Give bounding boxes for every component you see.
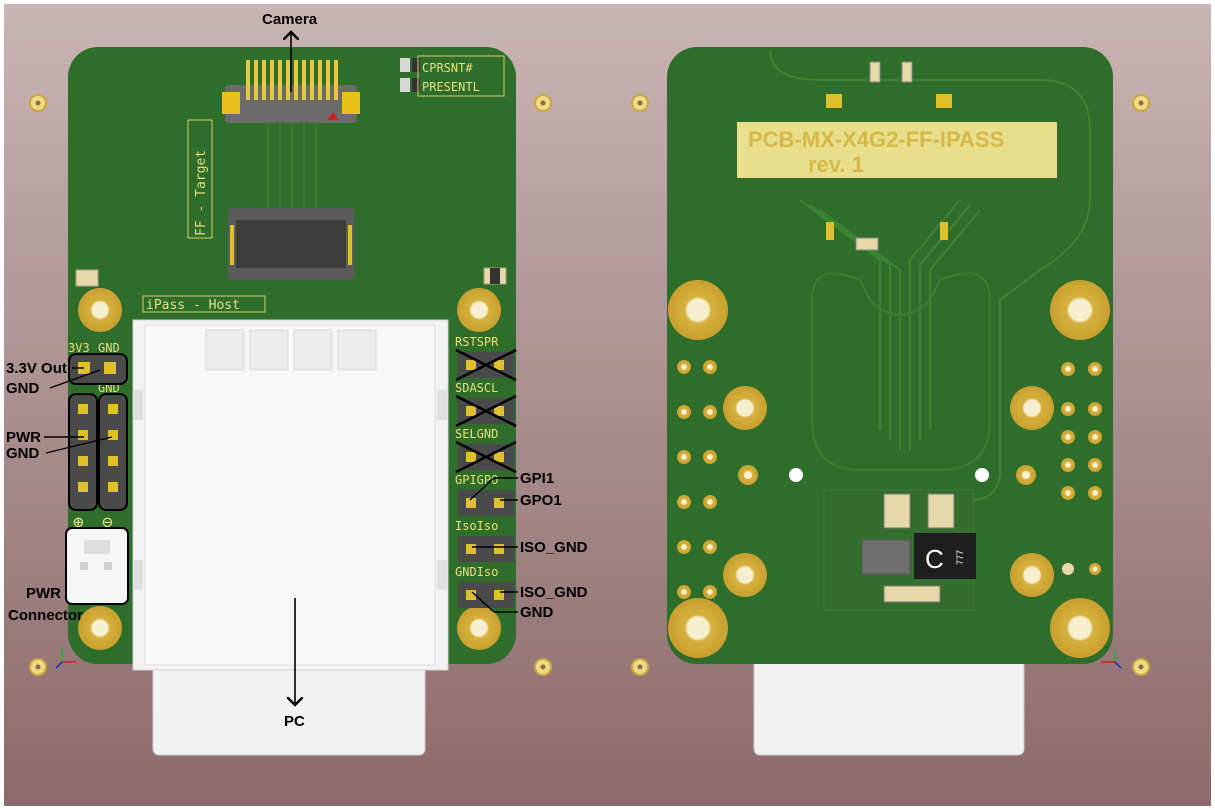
resistor bbox=[75, 269, 99, 287]
label-pwr-connector-1: PWR bbox=[26, 585, 61, 602]
label-gnd-top: GND bbox=[6, 380, 40, 397]
pc-label: PC bbox=[284, 713, 305, 730]
pc-connector-plug bbox=[152, 659, 426, 756]
pin-row-label: RSTSPR bbox=[455, 335, 499, 349]
minus-symbol: ⊖ bbox=[102, 512, 113, 533]
svg-text:C: C bbox=[925, 544, 944, 574]
header-pwr-right bbox=[98, 393, 128, 511]
annotations: Camera PC 3.3V Out GND PWR GND PWR Conne… bbox=[6, 11, 588, 730]
label-iso-gnd-1: ISO_GND bbox=[520, 539, 588, 556]
not-connected-marks bbox=[455, 348, 517, 474]
ipass-host-label: iPass - Host bbox=[146, 298, 240, 313]
axis-triad bbox=[55, 648, 76, 669]
header-pwr-left bbox=[68, 393, 98, 511]
board-revision: rev. 1 bbox=[808, 152, 864, 177]
plus-symbol: ⊕ bbox=[73, 512, 84, 533]
mounting-hole bbox=[78, 288, 122, 332]
pin-row-label: IsoIso bbox=[455, 519, 498, 533]
svg-text:777: 777 bbox=[955, 550, 965, 565]
ff-target-label: FF - Target bbox=[194, 150, 209, 236]
label-pwr-connector-2: Connector bbox=[8, 607, 83, 624]
via-pads bbox=[677, 360, 1102, 599]
label-gnd-pwr: GND bbox=[6, 445, 40, 462]
back-board: PCB-MX-X4G2-FF-IPASS rev. 1 bbox=[667, 47, 1122, 756]
ff-connector bbox=[228, 208, 354, 280]
label-iso-gnd-2: ISO_GND bbox=[520, 584, 588, 601]
mounting-hole bbox=[1010, 553, 1054, 597]
pin-row-label: SDASCL bbox=[455, 381, 498, 395]
front-board: CPRSNT# PRESENTL FF - Target bbox=[55, 47, 517, 756]
fiducial-markers bbox=[29, 94, 1150, 676]
right-pin-column: RSTSPR SDASCL SELGND GPIGPO IsoIso GNDIs… bbox=[455, 335, 517, 608]
hdr-gnd-label: GND bbox=[98, 341, 120, 355]
mounting-hole bbox=[1050, 598, 1110, 658]
header-3v3-gnd bbox=[68, 353, 128, 385]
mounting-hole bbox=[457, 288, 501, 332]
label-gnd-bottom: GND bbox=[520, 604, 554, 621]
label-gpi1: GPI1 bbox=[520, 470, 554, 487]
label-gpo1: GPO1 bbox=[520, 492, 562, 509]
hdr-3v3-label: 3V3 bbox=[68, 341, 90, 355]
mounting-hole bbox=[723, 553, 767, 597]
traces bbox=[267, 123, 317, 210]
board-name-box bbox=[737, 122, 1057, 178]
presentl-label: PRESENTL bbox=[422, 80, 480, 94]
label-3v3-out: 3.3V Out bbox=[6, 360, 67, 377]
ipass-host-connector bbox=[132, 319, 449, 671]
back-traces bbox=[769, 49, 1091, 501]
mounting-hole bbox=[723, 386, 767, 430]
mounting-hole bbox=[668, 598, 728, 658]
mounting-hole bbox=[668, 280, 728, 340]
mounting-hole bbox=[1050, 280, 1110, 340]
cprsnt-label: CPRSNT# bbox=[422, 61, 473, 75]
camera-label: Camera bbox=[262, 11, 318, 28]
label-pwr: PWR bbox=[6, 429, 41, 446]
pin-row-label: SELGND bbox=[455, 427, 498, 441]
mounting-hole bbox=[457, 606, 501, 650]
mounting-hole bbox=[78, 606, 122, 650]
axis-triad-back bbox=[1101, 648, 1122, 669]
pc-connector-plug-back bbox=[753, 659, 1025, 756]
isolation-area: C 777 bbox=[823, 489, 976, 611]
ic-chip bbox=[914, 533, 976, 579]
pwr-connector bbox=[65, 527, 129, 605]
mounting-hole bbox=[1010, 386, 1054, 430]
board-name: PCB-MX-X4G2-FF-IPASS bbox=[748, 127, 1004, 152]
pin-row-label: GNDIso bbox=[455, 565, 498, 579]
camera-connector bbox=[222, 60, 360, 123]
